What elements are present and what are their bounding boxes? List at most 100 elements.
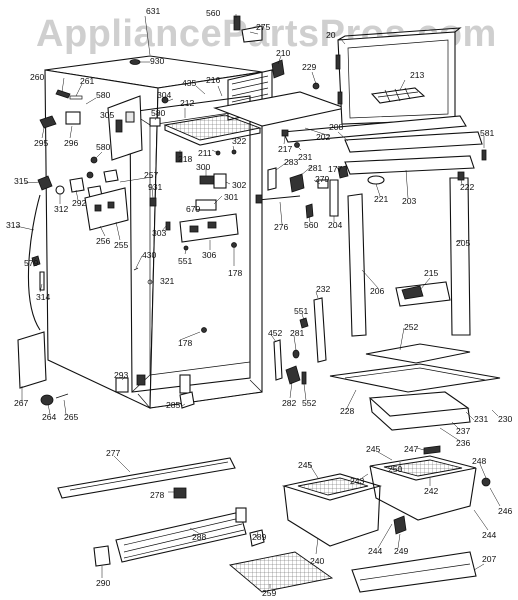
part-label-289: 289 [252,532,267,542]
shelf-252 [365,343,471,364]
part-label-178: 178 [228,268,243,278]
part-labels: 631 560 275 20 930 210 229 213 260 261 5… [6,6,513,598]
part-label-631: 631 [146,6,161,16]
part-label-301: 301 [224,192,239,202]
part-label-303: 303 [152,228,167,238]
lower-center-parts [115,297,327,409]
part-label-228: 228 [340,406,355,416]
part-label-252: 252 [404,322,419,332]
part-label-581: 581 [480,128,495,138]
part-label-215: 215 [424,268,439,278]
part-label-216: 216 [206,75,221,85]
part-label-210: 210 [276,48,291,58]
left-parts [17,89,129,406]
part-label-236: 236 [456,438,471,448]
breaker-strip [344,131,483,153]
part-label-679: 679 [186,204,201,214]
part-label-322: 322 [232,136,247,146]
part-label-218: 218 [178,154,193,164]
part-label-283: 283 [284,157,299,167]
part-label-930: 930 [150,56,165,66]
part-label-255: 255 [114,240,129,250]
door-gasket-left [347,193,367,337]
part-label-245: 245 [298,460,313,470]
part-label-285: 285 [166,400,181,410]
leader-lines [15,14,501,588]
part-label-313: 313 [6,220,21,230]
part-label-560: 560 [206,8,221,18]
part-label-261: 261 [80,76,95,86]
part-label-314: 314 [36,292,51,302]
part-label-295: 295 [34,138,49,148]
part-label-232: 232 [316,284,331,294]
part-label-306: 306 [202,250,217,260]
part-label-259: 259 [262,588,277,598]
part-label-230: 230 [498,414,513,424]
part-label-211: 211 [198,148,212,158]
part-label-245: 245 [366,444,381,454]
ice-tray [370,87,426,104]
part-label-267: 267 [14,398,29,408]
part-label-551: 551 [294,306,309,316]
part-label-931: 931 [148,182,163,192]
part-label-213: 213 [410,70,425,80]
part-label-276: 276 [274,222,289,232]
part-label-205: 205 [456,238,471,248]
part-label-260: 260 [30,72,45,82]
part-label-202: 202 [316,132,331,142]
part-label-249: 249 [394,546,409,556]
part-label-296: 296 [64,138,79,148]
part-label-278: 278 [150,490,165,500]
part-label-300: 300 [196,162,211,172]
part-label-208: 208 [329,122,344,132]
part-label-452: 452 [268,328,283,338]
part-label-579: 579 [24,258,39,268]
part-label-204: 204 [328,220,343,230]
part-label-281: 281 [290,328,305,338]
part-label-177: 177 [328,164,343,174]
part-label-430: 430 [142,250,157,260]
part-label-244: 244 [482,530,497,540]
part-label-580: 580 [96,90,111,100]
part-label-304: 304 [157,90,172,100]
part-label-20: 20 [326,30,336,40]
part-label-580: 580 [151,108,166,118]
part-label-290: 290 [96,578,111,588]
center-parts [133,15,487,333]
meat-pan [368,391,471,431]
mullion-cover [344,155,475,175]
bottom-parts [57,445,491,593]
part-label-282: 282 [282,398,297,408]
part-label-229: 229 [302,62,317,72]
part-label-206: 206 [370,286,385,296]
butter-compartment [395,281,451,307]
part-label-552: 552 [302,398,317,408]
part-label-242: 242 [424,486,439,496]
part-label-293: 293 [114,370,129,380]
door-gasket-right [449,177,471,336]
part-label-292: 292 [72,198,87,208]
part-label-264: 264 [42,412,57,422]
part-label-243: 243 [350,476,365,486]
part-label-277: 277 [106,448,121,458]
part-label-221: 221 [374,194,389,204]
part-label-246: 246 [498,506,513,516]
part-label-305: 305 [100,110,115,120]
part-label-560: 560 [304,220,319,230]
part-label-178: 178 [178,338,193,348]
part-label-240: 240 [310,556,325,566]
part-label-212: 212 [180,98,195,108]
crisper-cover [329,363,501,393]
part-label-321: 321 [160,276,175,286]
part-label-247: 247 [404,444,419,454]
part-label-256: 256 [96,236,111,246]
part-label-203: 203 [402,196,417,206]
part-label-248: 248 [472,456,487,466]
part-label-435: 435 [182,78,197,88]
part-label-207: 207 [482,554,497,564]
part-label-250: 250 [388,464,403,474]
part-label-257: 257 [144,170,159,180]
part-label-265: 265 [64,412,79,422]
part-label-551: 551 [178,256,193,266]
